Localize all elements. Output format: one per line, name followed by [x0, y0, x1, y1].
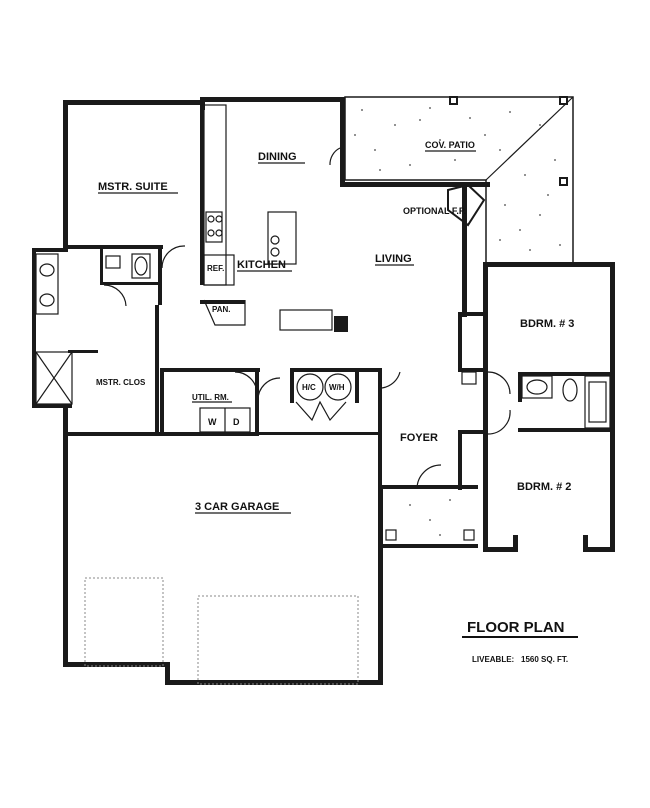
patio-post-markers	[449, 96, 568, 186]
area-label: LIVEABLE:	[472, 655, 514, 664]
label-foyer: FOYER	[400, 432, 438, 444]
hall-bath-fixtures	[461, 371, 611, 429]
exterior-walls	[32, 97, 615, 685]
fireplace	[447, 183, 486, 227]
label-optional-fp: OPTIONAL F.P.	[403, 206, 466, 216]
living-furniture	[279, 309, 348, 332]
utility-fixtures	[199, 407, 251, 433]
title-block: FLOOR PLAN LIVEABLE: 1560 SQ. FT.	[462, 619, 578, 664]
door-swings	[103, 147, 511, 490]
label-garage: 3 CAR GARAGE	[195, 501, 279, 513]
label-washer: W	[208, 417, 217, 427]
label-ref: REF.	[207, 264, 224, 273]
label-kitchen: KITCHEN	[237, 259, 286, 271]
label-hvac: H/C	[302, 383, 316, 392]
label-master-suite: MSTR. SUITE	[98, 181, 168, 193]
label-living: LIVING	[375, 253, 412, 265]
kitchen-island	[267, 211, 297, 265]
mechanical-fixtures	[295, 373, 352, 422]
label-bedroom3: BDRM. # 3	[520, 318, 574, 330]
label-bedroom2: BDRM. # 2	[517, 481, 571, 493]
plan-title: FLOOR PLAN	[467, 619, 565, 636]
room-labels: MSTR. SUITE DINING COV. PATIO OPTIONAL F…	[96, 140, 574, 514]
label-cov-patio: COV. PATIO	[425, 140, 475, 150]
entry-porch	[385, 499, 475, 541]
label-utility: UTIL. RM.	[192, 393, 229, 402]
garage-doors	[84, 577, 359, 685]
label-pantry: PAN.	[212, 305, 231, 314]
covered-patio-area	[344, 96, 574, 264]
kitchen-counter	[203, 104, 246, 326]
label-master-closet: MSTR. CLOS	[96, 378, 146, 387]
master-bath-fixtures	[35, 253, 151, 405]
label-water-heater: W/H	[329, 383, 345, 392]
patio-stipple	[354, 107, 561, 251]
label-dining: DINING	[258, 151, 297, 163]
area-value: 1560 SQ. FT.	[521, 655, 568, 664]
interior-walls	[63, 105, 615, 490]
label-dryer: D	[233, 417, 240, 427]
